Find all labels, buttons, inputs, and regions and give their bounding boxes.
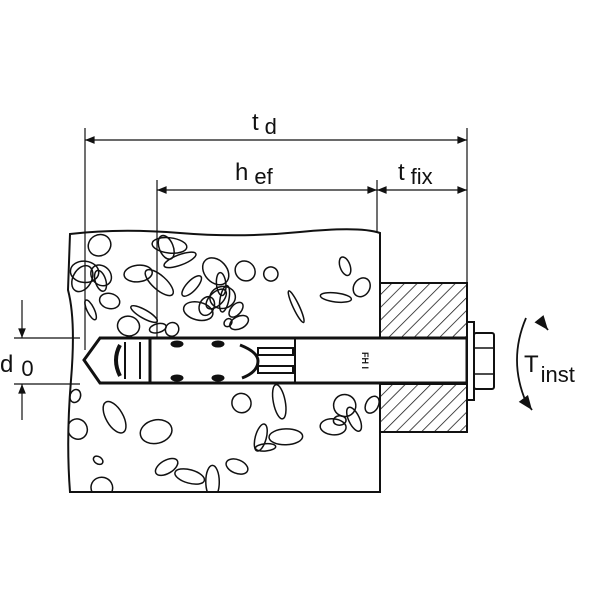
aggregate-stone	[352, 277, 371, 298]
aggregate-stone	[332, 393, 357, 418]
aggregate-stone	[223, 317, 233, 328]
aggregate-stone	[151, 236, 188, 254]
aggregate-stone	[209, 285, 237, 310]
aggregate-stone	[338, 256, 352, 277]
aggregate-stone	[198, 295, 216, 317]
aggregate-stone	[139, 418, 173, 445]
aggregate-stone	[92, 455, 104, 466]
aggregate-stone	[268, 428, 304, 446]
aggregate-stone	[253, 423, 268, 452]
aggregate-stone	[87, 233, 112, 257]
dimension-lines	[14, 128, 549, 420]
aggregate-stone	[218, 284, 231, 313]
aggregate-stone	[90, 264, 113, 287]
aggregate-stone	[181, 274, 203, 297]
aggregate-stone	[144, 268, 175, 297]
aggregate-stone	[364, 395, 380, 414]
aggregate-stone	[271, 383, 287, 420]
aggregate-stone	[174, 468, 206, 485]
anchor-bolt: FH I	[82, 321, 495, 401]
aggregate-stone	[98, 292, 121, 310]
label-tinst: Tinst	[524, 351, 575, 387]
aggregate-stone	[90, 476, 114, 492]
aggregate-stone	[231, 392, 252, 414]
aggregate-stone	[69, 388, 82, 404]
aggregate-stone	[332, 414, 347, 426]
aggregate-stone	[154, 457, 179, 477]
aggregate-stone	[68, 418, 89, 440]
aggregate-stone	[225, 458, 249, 475]
svg-text:FH I: FH I	[360, 352, 370, 369]
aggregate-stone	[205, 464, 221, 492]
aggregate-stone	[287, 290, 305, 324]
aggregate-stone	[163, 251, 197, 269]
aggregate-stone	[205, 288, 228, 310]
aggregate-stone	[228, 301, 244, 318]
aggregate-stone	[116, 315, 141, 337]
aggregate-stone	[84, 299, 98, 321]
aggregate-stone	[102, 400, 127, 434]
aggregate-stone	[123, 264, 153, 283]
aggregate-stone	[157, 234, 175, 260]
aggregate-stone	[71, 264, 94, 293]
aggregate-stone	[262, 266, 279, 282]
aggregate-stone	[345, 406, 363, 432]
aggregate-stone	[201, 257, 230, 286]
aggregate-stone	[319, 291, 353, 304]
aggregate-stone	[229, 314, 250, 331]
aggregate-stone	[234, 260, 256, 282]
